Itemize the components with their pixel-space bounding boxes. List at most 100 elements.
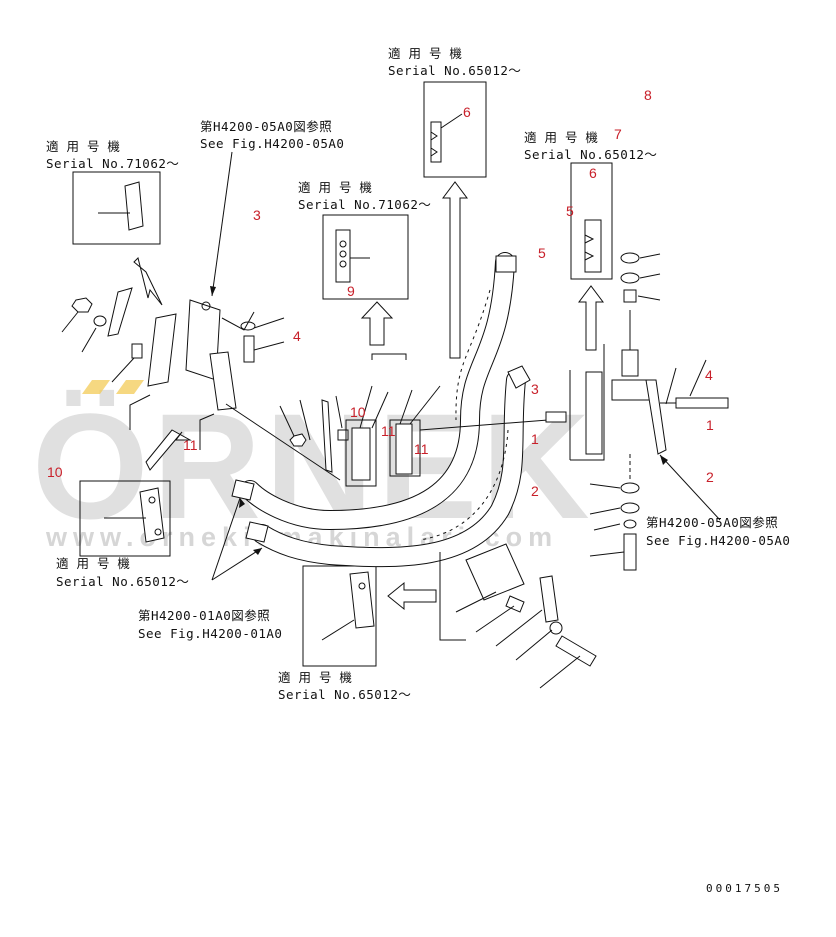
leader-bolt-left: [111, 357, 135, 383]
clamp-hole-1: [339, 240, 347, 248]
serial-note-middle-jp: 適 用 号 機: [298, 180, 374, 195]
hose-lower: [253, 371, 525, 567]
callout-1-center: 1: [531, 431, 539, 447]
stay-hole: [201, 301, 211, 311]
serial-note-right-jp: 適 用 号 機: [524, 130, 600, 145]
serial-note-lower-left-jp: 適 用 号 機: [56, 556, 132, 571]
clamp-hole-3: [339, 260, 347, 268]
bracket-step-left: [221, 311, 255, 331]
nut-stack: [623, 289, 637, 303]
clamp-detail-9: [335, 229, 351, 283]
callout-7: 7: [614, 126, 622, 142]
callout-5-box: 5: [566, 203, 574, 219]
callout-6-right: 6: [589, 165, 597, 181]
washer-stack-1: [620, 252, 640, 264]
leader-nut-center: [279, 405, 295, 437]
ref-05a0-left-en: See Fig.H4200-05A0: [200, 136, 344, 151]
leader-washer-lower-right: [515, 629, 553, 661]
leader-detail-bottom: [321, 619, 355, 641]
bolt-4-left: [243, 335, 255, 363]
leader-clamp-lower-right: [455, 591, 497, 613]
clamp-center-frame: [345, 419, 377, 487]
callout-6-top: 6: [463, 104, 471, 120]
hose-upper: [241, 253, 514, 530]
clamp-half-right: [209, 351, 237, 411]
clamp-lower-right: [465, 543, 525, 601]
leader-clamp-center-d: [409, 385, 441, 425]
serial-note-upper-left-en: Serial No.71062～: [46, 156, 179, 171]
hose-fitting-left-upper: [231, 479, 255, 501]
washer-lower-1: [620, 482, 640, 494]
leader-washer-lower-2: [589, 507, 621, 515]
leader-ref-01a0-b: [211, 547, 263, 581]
serial-note-bottom-jp: 適 用 号 機: [278, 670, 354, 685]
clamp-center-11: [395, 423, 413, 475]
leader-ref-05a0-left: [211, 151, 233, 297]
washer-lower-3: [623, 519, 637, 529]
clamp-detail-6-top: [430, 121, 442, 163]
serial-note-upper-left-jp: 適 用 号 機: [46, 139, 122, 154]
bracket-middle: [371, 353, 407, 360]
detail-box-top: [423, 81, 487, 178]
washer-left: [93, 315, 107, 327]
serial-note-middle-en: Serial No.71062～: [298, 197, 431, 212]
clamp-detail-upper-left: [124, 181, 144, 231]
watermark-dot-right: [116, 380, 144, 394]
plate-lower-right: [539, 575, 559, 623]
serial-note-bottom-en: Serial No.65012～: [278, 687, 411, 702]
spacer-center: [337, 429, 349, 441]
arrow-to-lower-left: [145, 429, 192, 471]
hose-fitting-top: [495, 255, 517, 273]
bolt-lower-right: [623, 533, 637, 571]
callout-4-left: 4: [293, 328, 301, 344]
leader-6-top: [440, 113, 463, 129]
clamp-right: [585, 371, 603, 455]
arrow-head-01a0-a: [239, 498, 245, 508]
callout-10-left: 10: [47, 464, 63, 480]
hose-texture-2: [419, 429, 509, 541]
spacer-right: [545, 411, 567, 423]
ref-05a0-left-jp: 第H4200-05A0図参照: [200, 119, 332, 134]
clamp-center-frame-2: [389, 419, 421, 477]
hose-fitting-mid: [507, 365, 531, 389]
serial-note-top-jp: 適 用 号 機: [388, 46, 464, 61]
hose-texture-1: [455, 289, 491, 421]
leader-clamp-to-hose: [225, 403, 341, 481]
watermark-dot-left: [82, 380, 110, 394]
leader-clamp-center-b: [371, 391, 389, 429]
leader-bolt-lower-right-angled: [539, 655, 581, 689]
arrow-head-ref-right: [660, 455, 668, 465]
leader-spacer-right: [419, 419, 549, 431]
clamp-detail-bottom: [349, 571, 375, 629]
bracket-lower-right: [439, 552, 466, 641]
leader-washer-lower-1: [589, 483, 621, 489]
ref-01a0-jp: 第H4200-01A0図参照: [138, 608, 270, 623]
arrow-head-05a0-left: [210, 286, 216, 296]
callout-5: 5: [538, 245, 546, 261]
callout-2-center: 2: [531, 483, 539, 499]
plate-left: [107, 287, 133, 337]
leader-washer-stack-1: [639, 253, 661, 259]
arrow-up-right: [578, 285, 604, 351]
hose-fitting-left-lower: [245, 521, 269, 543]
leader-spacer-center: [335, 395, 343, 429]
leader-nut-stack: [637, 295, 661, 301]
leader-washer-center: [299, 399, 311, 441]
arrow-up-middle: [360, 301, 394, 346]
leader-bolt-4: [253, 341, 285, 351]
callout-8: 8: [644, 87, 652, 103]
leader-washer-lower-3: [593, 523, 621, 531]
detail-box-right: [570, 162, 613, 280]
serial-note-lower-left-en: Serial No.65012～: [56, 574, 189, 589]
clamp-detail-6-right: [584, 219, 602, 273]
clamp-hole-2: [339, 250, 347, 258]
ref-05a0-right-jp: 第H4200-05A0図参照: [646, 515, 778, 530]
clamp-hole-6: [358, 582, 366, 590]
leader-plate-lower-right: [495, 609, 543, 647]
detail-box-middle: [322, 214, 409, 300]
detail-box-bottom: [302, 565, 377, 667]
bolt-right-vertical: [621, 349, 639, 377]
clamp-half-left: [147, 313, 177, 387]
